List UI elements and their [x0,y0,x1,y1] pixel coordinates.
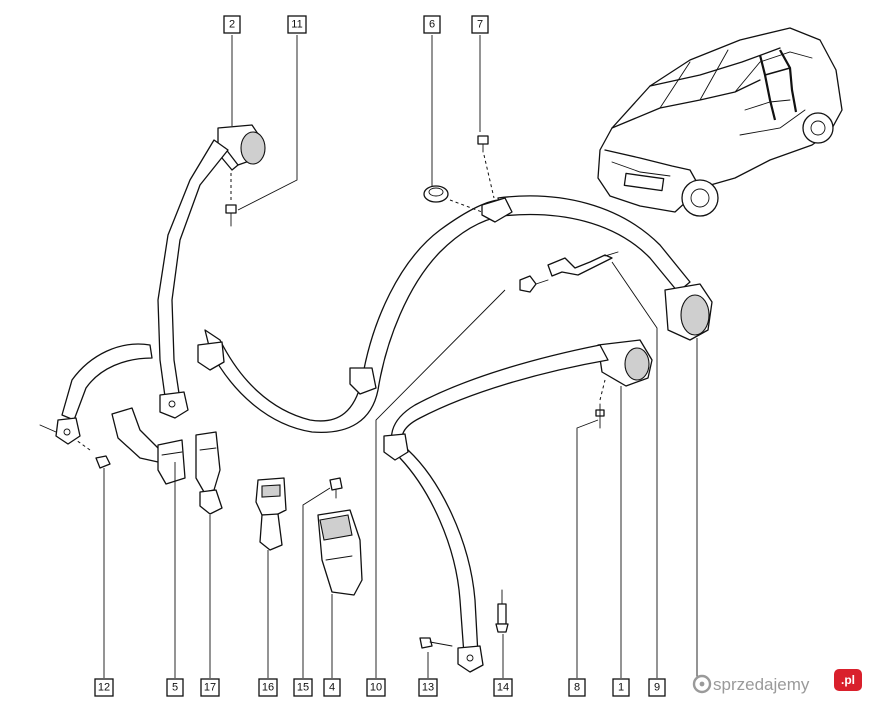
part-6-plug [423,185,483,213]
part-8-screw [595,379,606,429]
callout-14-label: 14 [497,682,509,694]
callout-13: 13 [418,678,438,697]
callout-14: 14 [493,678,513,697]
part-9-retractor [664,283,713,341]
part-13-bolt [419,637,453,649]
watermark: sprzedajemy .pl [692,669,862,694]
callout-7-label: 7 [477,19,483,31]
callout-11-label: 11 [291,19,302,31]
callout-17: 17 [200,678,220,697]
callout-12-label: 12 [98,682,110,694]
callout-16: 16 [258,678,278,697]
callout-17-label: 17 [204,682,216,694]
callout-1: 1 [612,678,630,697]
part-17-buckle [195,431,223,515]
part-16-buckle [255,477,287,551]
callout-9: 9 [648,678,666,697]
part-2-strap [157,139,229,419]
callout-4: 4 [323,678,341,697]
callout-1-label: 1 [618,682,624,694]
watermark-text: sprzedajemy [713,675,810,694]
shoulder-belt-right [481,195,691,293]
callout-10: 10 [366,678,386,697]
callout-2: 2 [223,15,241,34]
callout-5: 5 [166,678,184,697]
callout-15: 15 [293,678,313,697]
callout-16-label: 16 [262,682,274,694]
part-7-screw [477,135,495,199]
callout-9-label: 9 [654,682,660,694]
part-15-bolt [329,477,343,499]
part-11-bolt [225,172,237,227]
watermark-logo-icon [692,674,712,694]
callout-4-label: 4 [329,682,335,694]
part-14-rivet [495,589,509,633]
watermark-badge-text: .pl [841,673,855,687]
callout-8: 8 [568,678,586,697]
callout-12: 12 [94,678,114,697]
callout-8-label: 8 [574,682,580,694]
part-10-bolt [519,275,549,293]
part-1-front-retractor [597,339,653,387]
watermark-badge [834,669,862,691]
callout-2-label: 2 [229,19,235,31]
part-12-left-anchor-strap [39,343,153,445]
part-1-belt [383,344,609,673]
callout-6-label: 6 [429,19,435,31]
callout-7: 7 [471,15,489,34]
part-12-bolt [75,439,111,469]
car-illustration [597,27,843,217]
part-10-sensor-wire [547,251,619,277]
callout-13-label: 13 [422,682,434,694]
callout-15-label: 15 [297,682,309,694]
callout-6: 6 [423,15,441,34]
callout-10-label: 10 [370,682,382,694]
part-5-buckle [111,407,186,485]
leader-lines [103,35,698,678]
part-4-buckle [317,509,363,596]
callout-11: 11 [287,15,307,34]
callout-5-label: 5 [172,682,178,694]
part-2-rear-retractor [217,124,266,171]
